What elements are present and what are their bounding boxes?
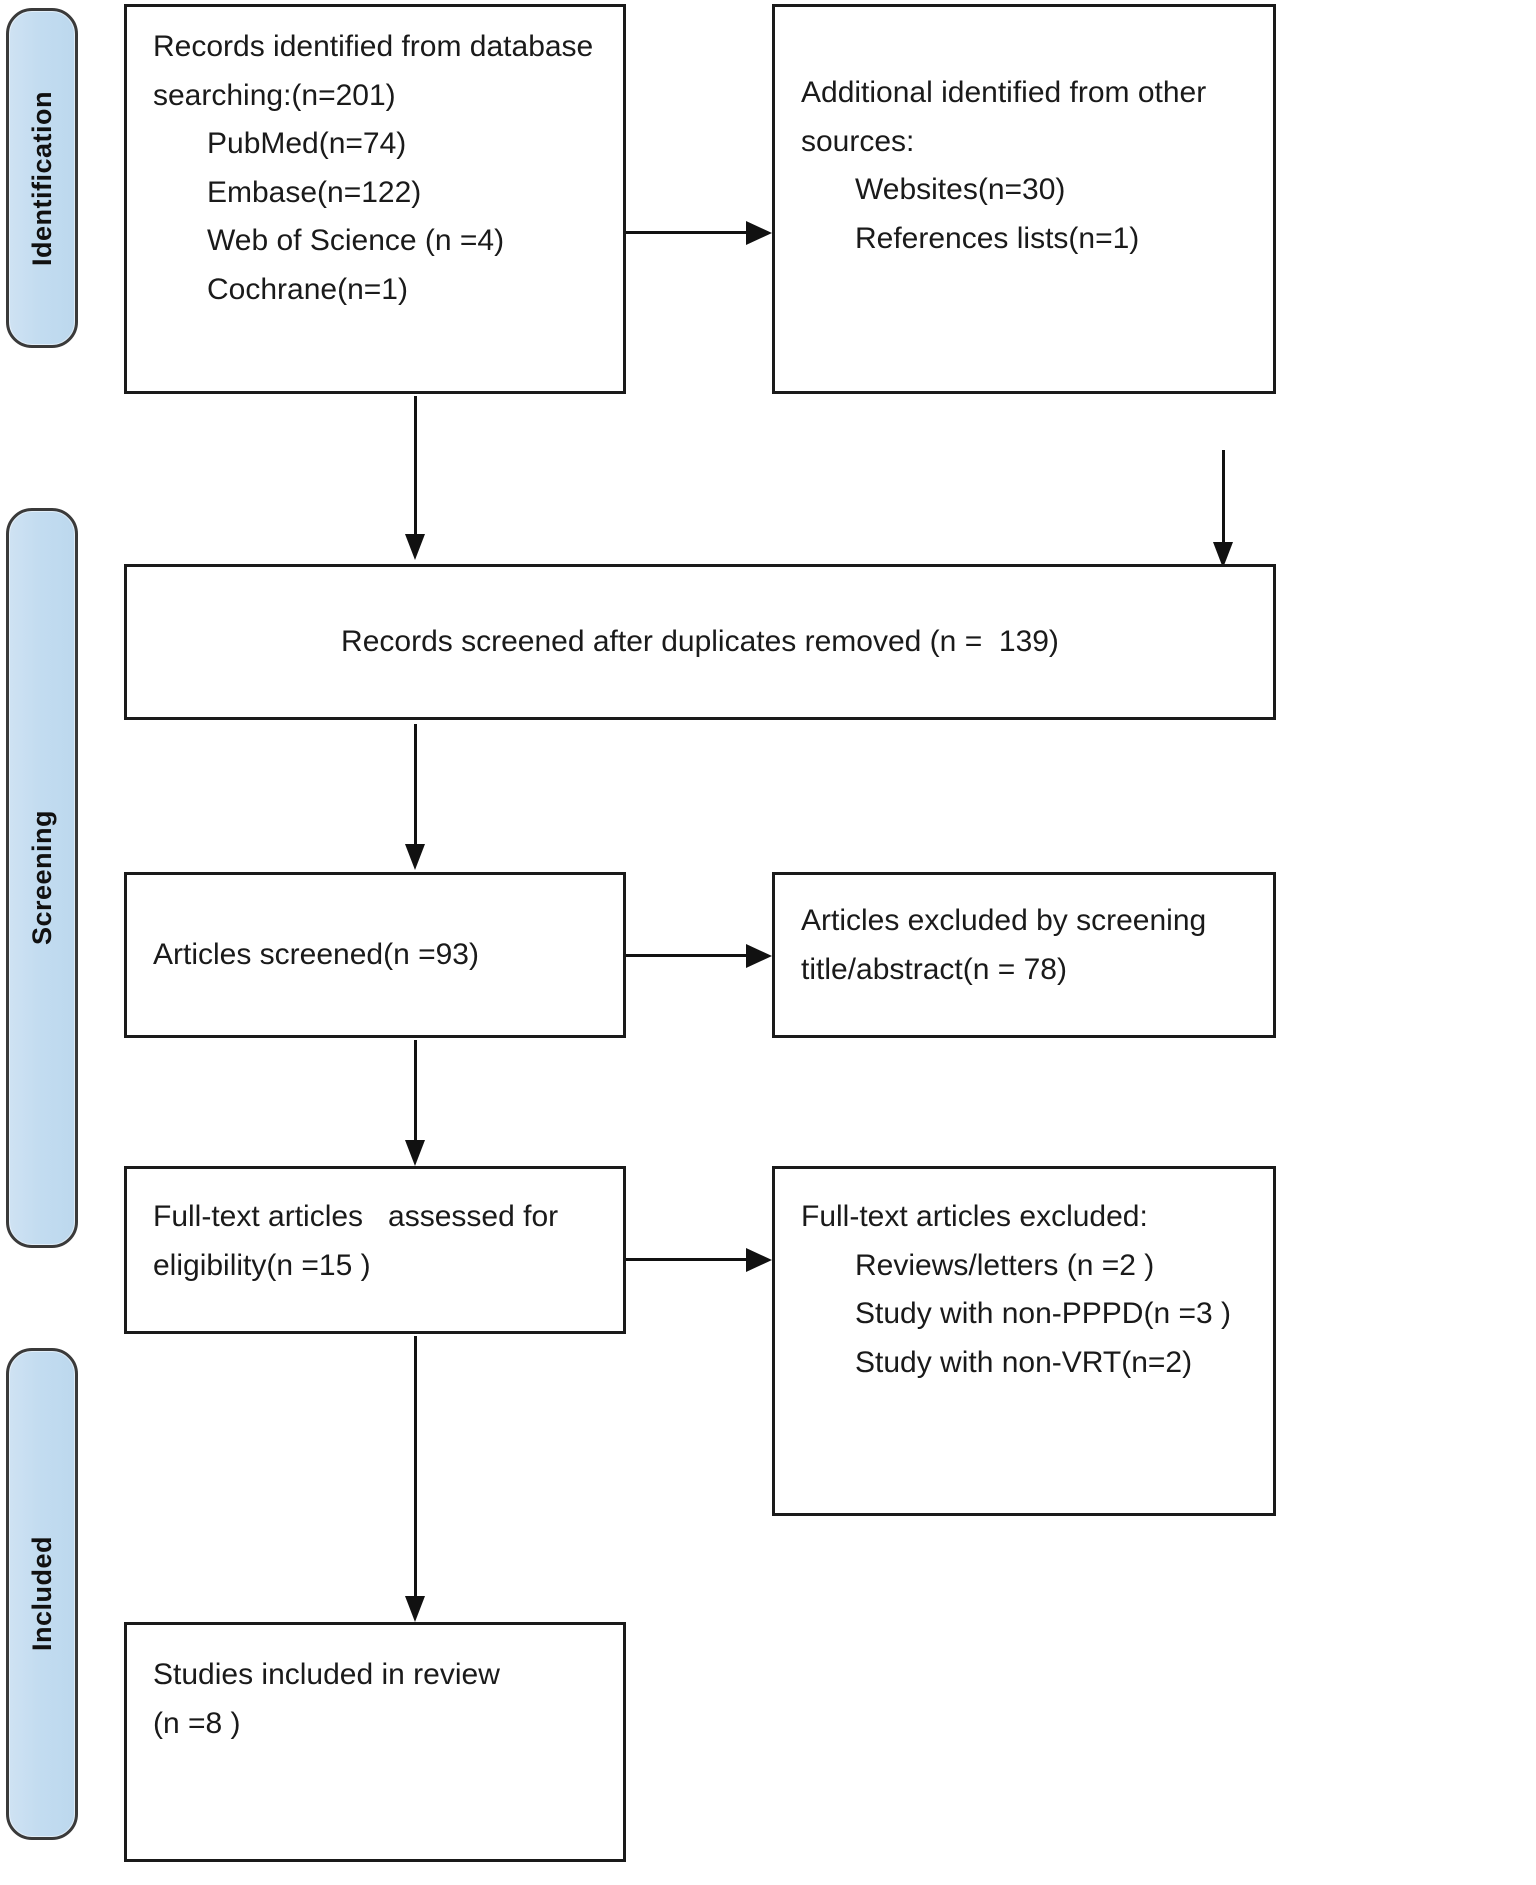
box-articles-screened-line-1: Articles screened(n =93) — [153, 937, 479, 971]
box-fulltext-assessed: Full-text articles assessed for eligibil… — [124, 1166, 626, 1334]
box-records-screened-line-1: Records screened after duplicates remove… — [341, 624, 1059, 658]
stage-label-included: Included — [6, 1348, 78, 1840]
box-database-search-line-1: Records identified from database — [153, 30, 594, 63]
stage-label-screening-text: Screening — [26, 810, 57, 946]
box-records-screened: Records screened after duplicates remove… — [124, 564, 1276, 720]
box-fulltext-excluded-line-1: Full-text articles excluded: — [801, 1200, 1148, 1233]
box-other-sources: Additional identified from other sources… — [772, 4, 1276, 394]
box-fulltext-assessed-line-2: eligibility(n =15 ) — [153, 1248, 371, 1282]
box-fulltext-excluded: Full-text articles excluded: Reviews/let… — [772, 1166, 1276, 1516]
box-studies-included-line-2: (n =8 ) — [153, 1706, 241, 1740]
stage-label-screening: Screening — [6, 508, 78, 1248]
box-fulltext-assessed-line-1: Full-text articles assessed for — [153, 1200, 559, 1233]
box-database-search-line-6: Cochrane(n=1) — [207, 272, 408, 306]
box-articles-screened: Articles screened(n =93) — [124, 872, 626, 1038]
box-studies-included-line-1: Studies included in review — [153, 1658, 500, 1691]
box-articles-excluded: Articles excluded by screening title/abs… — [772, 872, 1276, 1038]
stage-label-identification: Identification — [6, 8, 78, 348]
box-other-sources-line-1: Additional identified from other — [801, 76, 1207, 109]
box-other-sources-line-2: sources: — [801, 124, 915, 158]
box-database-search-line-5: Web of Science (n =4) — [207, 224, 505, 258]
stage-label-identification-text: Identification — [26, 90, 57, 266]
box-other-sources-line-3: Websites(n=30) — [855, 173, 1066, 207]
box-database-search-line-2: searching:(n=201) — [153, 78, 396, 112]
box-fulltext-excluded-line-4: Study with non-VRT(n=2) — [855, 1345, 1193, 1379]
box-database-search: Records identified from database searchi… — [124, 4, 626, 394]
box-other-sources-line-4: References lists(n=1) — [855, 221, 1140, 255]
box-database-search-line-4: Embase(n=122) — [207, 175, 422, 209]
box-studies-included: Studies included in review (n =8 ) — [124, 1622, 626, 1862]
box-fulltext-excluded-line-3: Study with non-PPPD(n =3 ) — [855, 1297, 1232, 1331]
box-fulltext-excluded-line-2: Reviews/letters (n =2 ) — [855, 1248, 1155, 1282]
box-database-search-line-3: PubMed(n=74) — [207, 127, 407, 161]
box-articles-excluded-line-1: Articles excluded by screening — [801, 904, 1207, 937]
stage-label-included-text: Included — [26, 1536, 57, 1652]
box-articles-excluded-line-2: title/abstract(n = 78) — [801, 952, 1067, 986]
